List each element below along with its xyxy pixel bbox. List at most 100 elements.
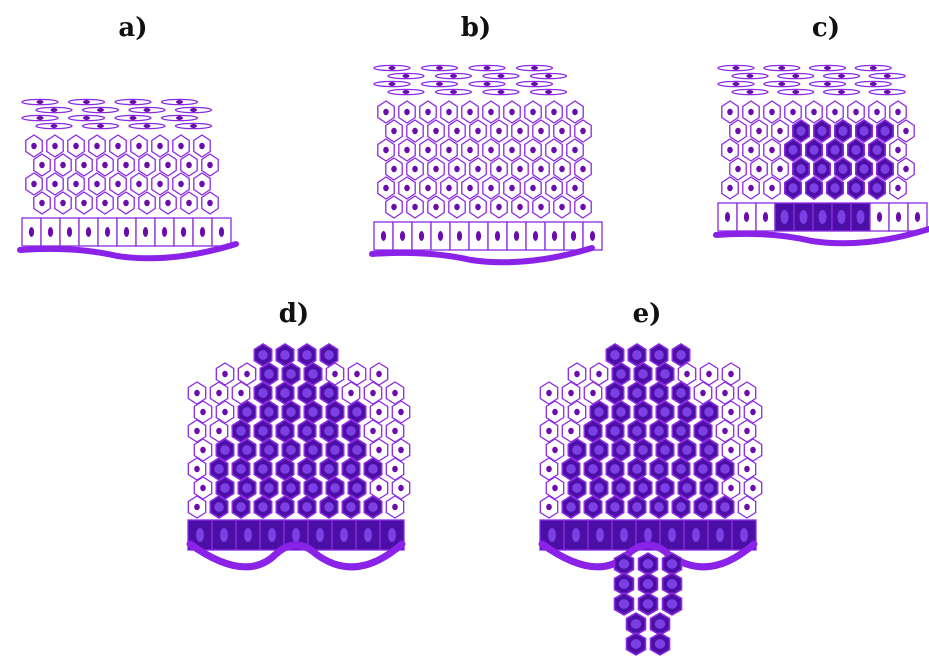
basal-nucleus	[340, 528, 348, 542]
cell-nucleus	[530, 108, 536, 116]
cell-nucleus	[574, 408, 580, 416]
cell-nucleus	[654, 350, 664, 360]
cell-nucleus	[115, 180, 121, 188]
cell-nucleus	[391, 127, 397, 135]
cell-nucleus	[666, 599, 678, 609]
cell-nucleus	[853, 108, 859, 116]
cell-nucleus	[830, 183, 840, 193]
cell-nucleus	[610, 350, 620, 360]
cell-nucleus	[872, 145, 882, 155]
cell-nucleus	[660, 483, 670, 493]
squamous-nucleus	[36, 116, 44, 120]
cell-nucleus	[594, 445, 604, 455]
cell-nucleus	[220, 483, 230, 493]
cell-nucleus	[574, 370, 580, 378]
cell-nucleus	[194, 503, 200, 511]
cell-nucleus	[144, 199, 150, 207]
basal-nucleus	[740, 528, 748, 542]
cell-nucleus	[330, 445, 340, 455]
basal-nucleus	[799, 210, 808, 224]
basal-nucleus	[856, 210, 865, 224]
basal-nucleus	[199, 227, 206, 237]
cell-nucleus	[258, 350, 268, 360]
cell-nucleus	[31, 142, 37, 150]
cell-nucleus	[517, 203, 523, 211]
cell-nucleus	[236, 464, 246, 474]
cell-nucleus	[258, 502, 268, 512]
basal-nucleus	[762, 212, 769, 222]
basal-nucleus	[532, 231, 539, 241]
panel-d-label: d)	[279, 299, 309, 329]
cell-nucleus	[811, 108, 817, 116]
basal-nucleus	[716, 528, 724, 542]
cell-nucleus	[594, 483, 604, 493]
squamous-nucleus	[436, 82, 443, 86]
cell-nucleus	[638, 445, 648, 455]
squamous-nucleus	[531, 82, 538, 86]
cell-nucleus	[698, 464, 708, 474]
cell-nucleus	[404, 108, 410, 116]
squamous-nucleus	[497, 90, 505, 94]
cell-nucleus	[895, 146, 901, 154]
cell-nucleus	[859, 164, 869, 174]
squamous-nucleus	[778, 82, 786, 86]
cell-nucleus	[475, 127, 481, 135]
cell-nucleus	[588, 464, 598, 474]
cell-nucleus	[590, 389, 596, 397]
squamous-nucleus	[176, 116, 183, 120]
cell-nucleus	[368, 502, 378, 512]
cell-nucleus	[398, 408, 404, 416]
cell-nucleus	[354, 370, 360, 378]
cell-nucleus	[632, 502, 642, 512]
cell-nucleus	[165, 161, 171, 169]
cell-nucleus	[264, 445, 274, 455]
cell-nucleus	[817, 164, 827, 174]
basal-nucleus	[418, 231, 425, 241]
cell-nucleus	[895, 108, 901, 116]
cell-nucleus	[308, 483, 318, 493]
cell-nucleus	[777, 127, 783, 135]
cell-nucleus	[264, 369, 274, 379]
cell-nucleus	[666, 559, 678, 569]
basal-nucleus	[388, 528, 396, 542]
cell-nucleus	[796, 126, 806, 136]
cell-nucleus	[81, 161, 87, 169]
cell-nucleus	[324, 464, 334, 474]
basal-nucleus	[692, 528, 700, 542]
cell-nucleus	[236, 502, 246, 512]
basement-membrane	[369, 245, 595, 266]
cell-nucleus	[475, 165, 481, 173]
cell-nucleus	[216, 427, 222, 435]
squamous-nucleus	[36, 100, 44, 104]
cell-nucleus	[654, 639, 666, 649]
cell-nucleus	[60, 199, 66, 207]
cell-nucleus	[727, 146, 733, 154]
squamous-nucleus	[450, 90, 457, 94]
cell-nucleus	[115, 142, 121, 150]
basal-nucleus	[818, 210, 827, 224]
cell-nucleus	[258, 426, 268, 436]
cell-nucleus	[412, 127, 418, 135]
cell-nucleus	[756, 165, 762, 173]
cell-nucleus	[642, 599, 654, 609]
squamous-nucleus	[388, 82, 396, 86]
cell-nucleus	[446, 108, 452, 116]
cell-nucleus	[616, 369, 626, 379]
cell-nucleus	[682, 445, 692, 455]
cell-nucleus	[676, 464, 686, 474]
basal-nucleus	[551, 231, 558, 241]
cell-nucleus	[280, 426, 290, 436]
cell-nucleus	[744, 465, 750, 473]
cell-nucleus	[684, 370, 690, 378]
cell-nucleus	[610, 464, 620, 474]
cell-nucleus	[903, 127, 909, 135]
cell-nucleus	[352, 407, 362, 417]
cell-nucleus	[509, 184, 515, 192]
basal-nucleus	[399, 231, 406, 241]
cell-nucleus	[517, 127, 523, 135]
cell-nucleus	[559, 127, 565, 135]
panel-c-label: c)	[812, 13, 840, 43]
cell-nucleus	[302, 350, 312, 360]
cell-nucleus	[238, 389, 244, 397]
cell-nucleus	[433, 127, 439, 135]
